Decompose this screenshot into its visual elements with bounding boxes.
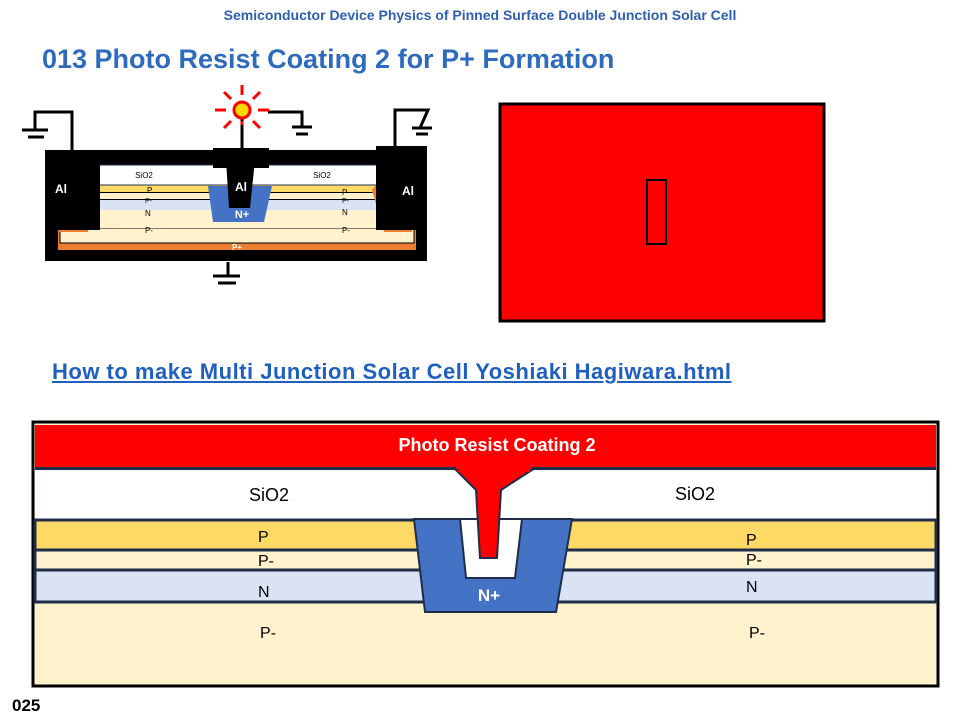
- hyperlink[interactable]: How to make Multi Junction Solar Cell Yo…: [52, 359, 732, 384]
- ground-wires: [22, 108, 432, 285]
- label-pminus-right: P-: [342, 198, 350, 205]
- page-number: 025: [12, 696, 41, 715]
- label-pminus-right: P-: [746, 552, 762, 569]
- label-pminus-left-2: P-: [145, 226, 153, 235]
- small-cross-section: SiO2 SiO2 P P- N P- P P- N P- N+ P+ Al A…: [22, 85, 432, 285]
- label-pminus-left-2: P-: [260, 625, 276, 642]
- label-p-left: P: [258, 529, 269, 546]
- label-nplus: N+: [235, 209, 249, 221]
- large-cross-section: Photo Resist Coating 2 SiO2 SiO2 P P- N …: [31, 420, 940, 688]
- light-bulb-icon: [215, 85, 269, 130]
- label-pminus-left: P-: [258, 553, 274, 570]
- slide-title: 013 Photo Resist Coating 2 for P+ Format…: [42, 44, 615, 74]
- label-n-left: N: [258, 584, 270, 601]
- label-sio2-right: SiO2: [313, 171, 331, 180]
- label-sio2-right: SiO2: [675, 484, 715, 504]
- label-n-right: N: [746, 579, 758, 596]
- mask-top-view: [498, 102, 826, 323]
- label-p-right: P: [746, 532, 757, 549]
- label-p-left: P: [147, 186, 152, 195]
- label-pminus-left: P-: [145, 198, 153, 205]
- label-al-right: Al: [402, 184, 414, 198]
- label-sio2-left: SiO2: [249, 485, 289, 505]
- label-resist: Photo Resist Coating 2: [398, 435, 595, 455]
- label-n-right: N: [342, 208, 348, 217]
- label-al-center: Al: [235, 180, 247, 194]
- label-pminus-right-2: P-: [749, 625, 765, 642]
- label-pminus-right-2: P-: [342, 226, 350, 235]
- label-sio2-left: SiO2: [135, 171, 153, 180]
- label-n-left: N: [145, 209, 151, 218]
- label-al-left: Al: [55, 182, 67, 196]
- label-p-right: P: [342, 188, 347, 197]
- slide-subtitle: Semiconductor Device Physics of Pinned S…: [223, 7, 737, 23]
- label-nplus: N+: [478, 586, 500, 605]
- label-pplus: P+: [232, 243, 242, 252]
